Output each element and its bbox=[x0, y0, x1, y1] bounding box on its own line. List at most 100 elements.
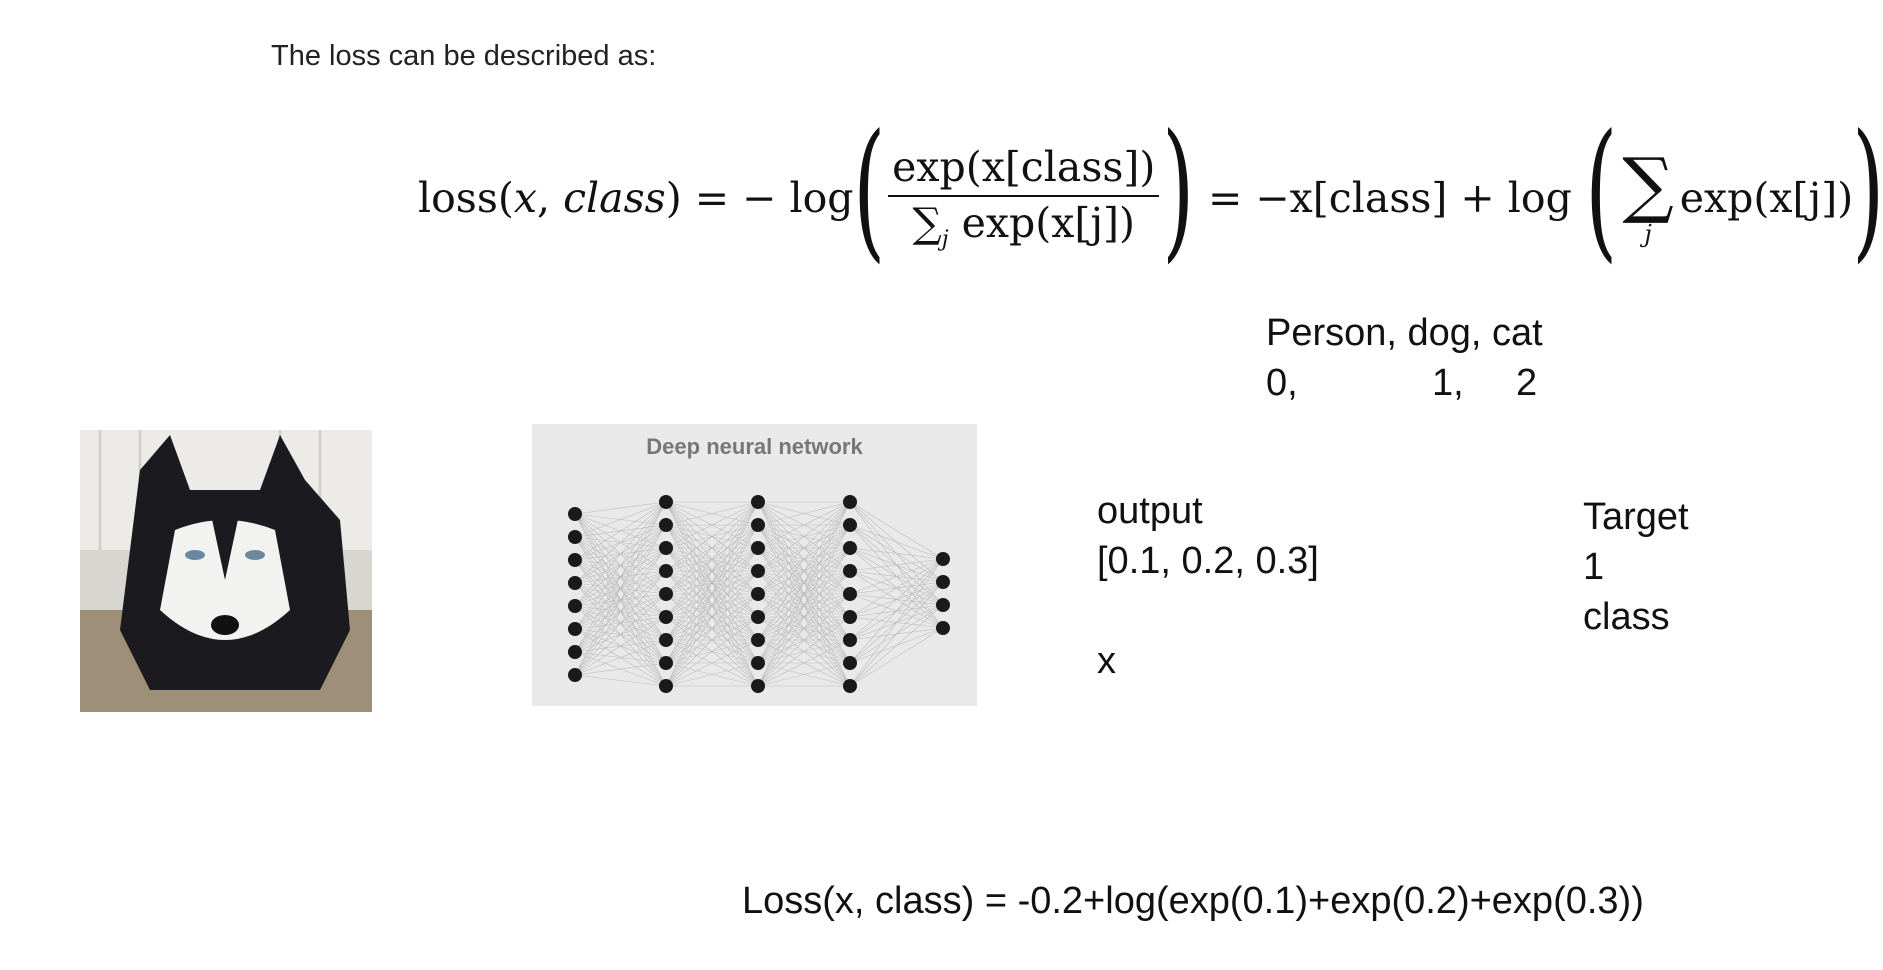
nn-edge bbox=[849, 604, 944, 687]
output-values: [0.1, 0.2, 0.3] bbox=[1097, 540, 1319, 582]
nn-edge bbox=[665, 639, 759, 687]
nn-node bbox=[843, 495, 857, 509]
nn-edge bbox=[574, 547, 667, 676]
nn-edge bbox=[574, 501, 667, 630]
formula-lhs: loss(x, class) = − log bbox=[418, 174, 854, 222]
nn-edge bbox=[757, 501, 851, 687]
intro-text: The loss can be described as: bbox=[271, 40, 657, 72]
nn-edge bbox=[574, 662, 667, 676]
nn-edge bbox=[665, 501, 759, 549]
nn-node bbox=[751, 541, 765, 555]
nn-edge bbox=[574, 524, 667, 676]
nn-title: Deep neural network bbox=[646, 434, 863, 459]
nn-edge bbox=[757, 501, 851, 618]
husky-dog-image bbox=[80, 430, 372, 712]
nn-edge bbox=[849, 547, 944, 560]
nn-node bbox=[843, 656, 857, 670]
nn-edge bbox=[574, 674, 667, 687]
nn-node bbox=[568, 530, 582, 544]
nn-edge bbox=[849, 558, 944, 595]
nn-edge bbox=[574, 501, 667, 676]
softmax-fraction: exp(x[class]) ∑j exp(x[j]) bbox=[888, 143, 1160, 253]
nn-edge bbox=[665, 593, 759, 687]
nn-edge bbox=[757, 616, 851, 687]
nn-edge bbox=[757, 662, 851, 687]
nn-edge bbox=[665, 501, 759, 595]
nn-node bbox=[751, 610, 765, 624]
nn-node bbox=[751, 564, 765, 578]
nn-edge bbox=[665, 501, 759, 618]
target-variable: class bbox=[1583, 596, 1670, 638]
nn-edge bbox=[849, 558, 944, 687]
nn-node bbox=[843, 633, 857, 647]
nn-edge bbox=[757, 501, 851, 549]
nn-node bbox=[568, 622, 582, 636]
nn-node bbox=[751, 656, 765, 670]
nn-edge bbox=[665, 501, 759, 641]
nn-edge bbox=[757, 639, 851, 687]
nn-edge bbox=[574, 501, 667, 653]
nn-node bbox=[568, 576, 582, 590]
nn-node bbox=[843, 518, 857, 532]
nn-edge bbox=[574, 616, 667, 676]
nn-node bbox=[568, 553, 582, 567]
nn-edge bbox=[665, 501, 759, 664]
nn-node bbox=[751, 679, 765, 693]
nn-node bbox=[843, 679, 857, 693]
sum-symbol: ∑j bbox=[1622, 142, 1674, 248]
nn-node bbox=[843, 610, 857, 624]
nn-edge bbox=[574, 570, 667, 676]
nn-edge bbox=[665, 501, 759, 526]
nn-node bbox=[659, 656, 673, 670]
loss-example: Loss(x, class) = -0.2+log(exp(0.1)+exp(0… bbox=[742, 880, 1644, 922]
nn-node bbox=[659, 564, 673, 578]
nn-edge bbox=[665, 616, 759, 687]
target-value: 1 bbox=[1583, 546, 1605, 588]
nn-node bbox=[659, 610, 673, 624]
nn-edge bbox=[757, 547, 851, 687]
nn-node bbox=[843, 564, 857, 578]
nn-node bbox=[568, 668, 582, 682]
nn-edge bbox=[757, 593, 851, 687]
nn-edge bbox=[849, 627, 944, 687]
nn-node bbox=[659, 518, 673, 532]
nn-edge bbox=[849, 558, 944, 618]
nn-node bbox=[751, 518, 765, 532]
nn-node bbox=[936, 552, 950, 566]
class-names: Person, dog, cat bbox=[1266, 312, 1543, 354]
class-index-0: 0, bbox=[1266, 362, 1298, 404]
class-index-1: 1, bbox=[1432, 362, 1464, 404]
nn-node bbox=[659, 541, 673, 555]
fraction-denominator: ∑j exp(x[j]) bbox=[912, 199, 1136, 253]
nn-node bbox=[936, 575, 950, 589]
nn-edge bbox=[757, 501, 851, 641]
nn-node bbox=[568, 507, 582, 521]
nn-node bbox=[568, 599, 582, 613]
nn-node bbox=[751, 633, 765, 647]
nn-edge bbox=[574, 593, 667, 676]
formula-sum-term: exp(x[j]) bbox=[1679, 174, 1854, 222]
nn-node bbox=[751, 495, 765, 509]
nn-edge bbox=[574, 501, 667, 607]
nn-edge bbox=[757, 524, 851, 687]
nn-edge bbox=[757, 570, 851, 687]
nn-edge bbox=[665, 524, 759, 687]
nn-edge bbox=[665, 662, 759, 687]
nn-edge bbox=[849, 558, 944, 664]
nn-edge bbox=[849, 501, 944, 560]
nn-node bbox=[843, 541, 857, 555]
nn-edge bbox=[665, 501, 759, 572]
nn-node bbox=[659, 587, 673, 601]
class-index-2: 2 bbox=[1516, 362, 1538, 404]
nn-edge bbox=[849, 524, 944, 560]
formula-middle: = −x[class] + log bbox=[1207, 174, 1572, 222]
nn-edge bbox=[849, 558, 944, 572]
output-label: output bbox=[1097, 490, 1203, 532]
neural-network-diagram: Deep neural network bbox=[532, 424, 977, 706]
nn-edge bbox=[757, 501, 851, 595]
nn-edge bbox=[849, 558, 944, 641]
nn-edge bbox=[574, 501, 667, 515]
nn-edge bbox=[574, 501, 667, 538]
nn-node bbox=[659, 679, 673, 693]
target-label: Target bbox=[1583, 496, 1689, 538]
